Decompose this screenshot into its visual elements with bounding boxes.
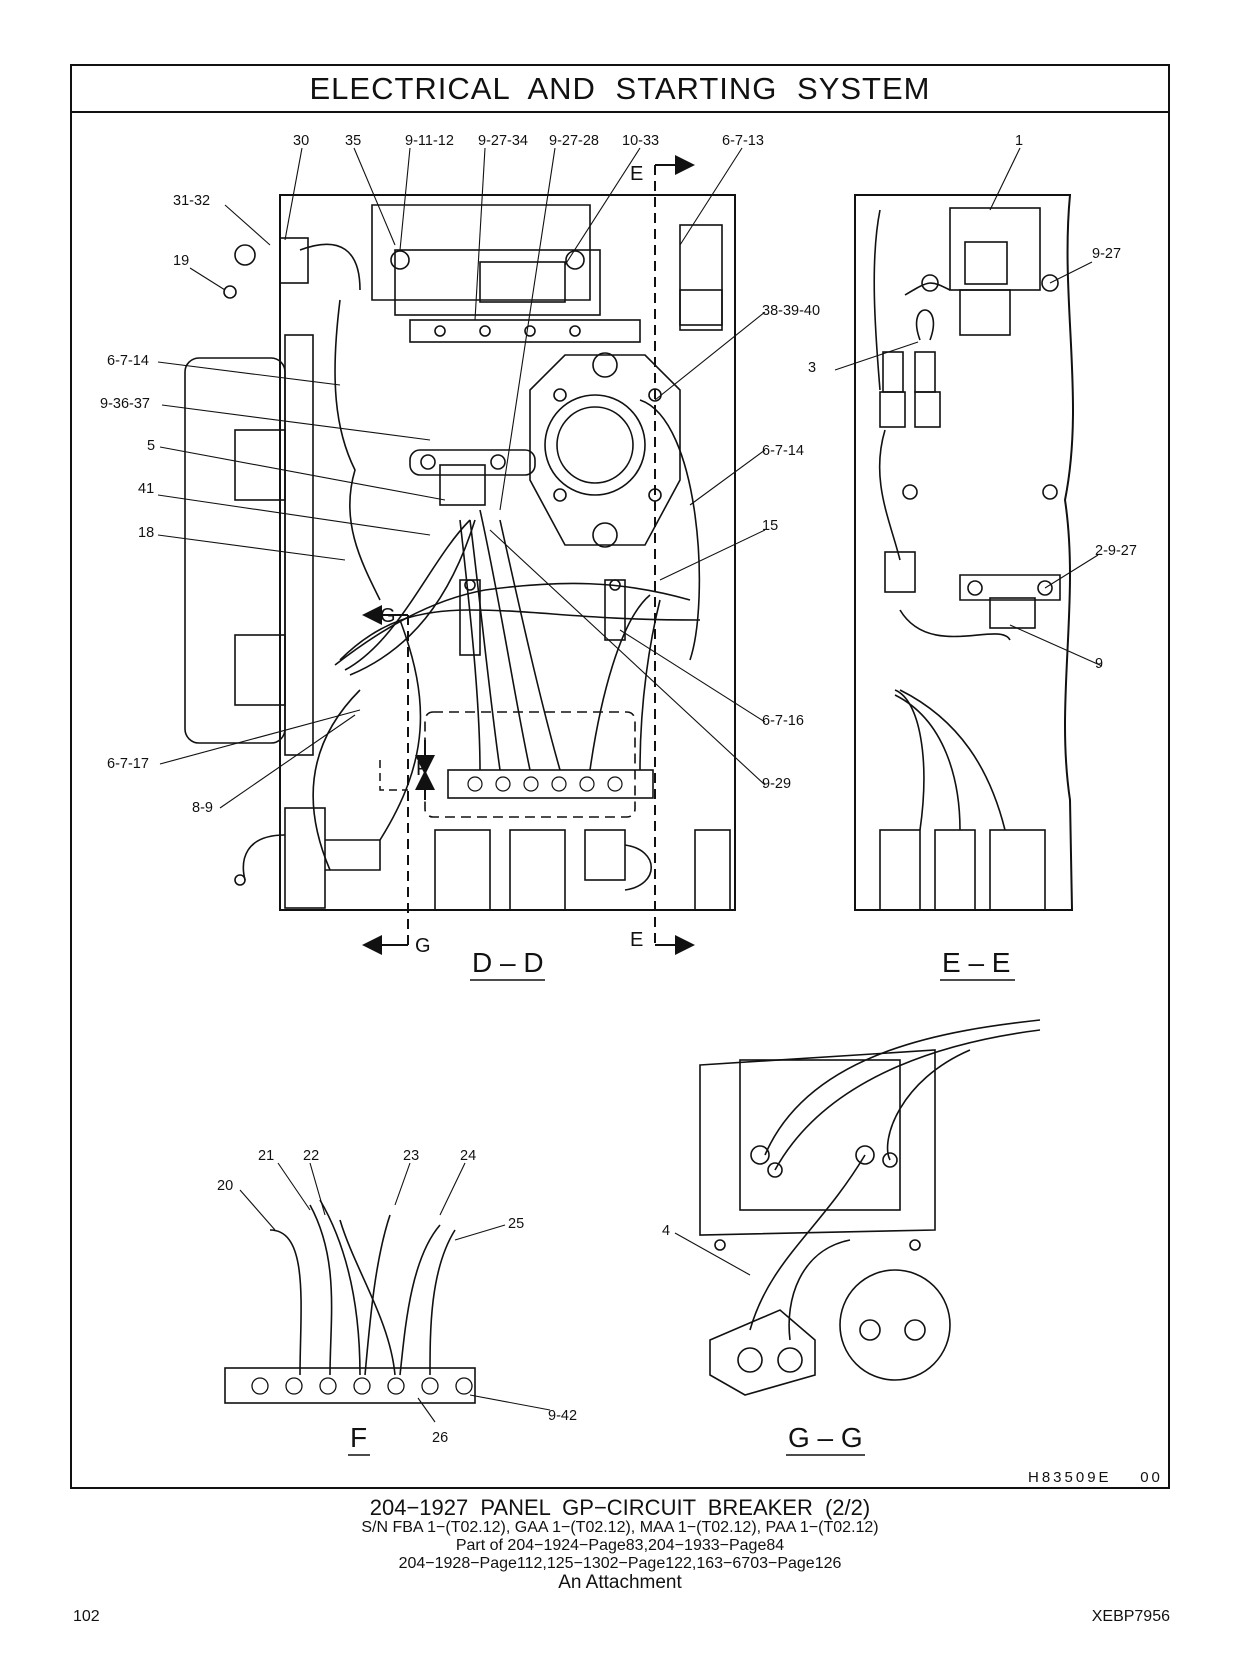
callout-35: 35 [345, 133, 361, 149]
view-label-gg: G – G [788, 1422, 863, 1453]
page-title: ELECTRICAL AND STARTING SYSTEM [72, 66, 1168, 113]
callout-2-9-27: 2-9-27 [1095, 543, 1137, 559]
callout-31-32: 31-32 [173, 193, 210, 209]
callout-9-27-28: 9-27-28 [549, 133, 599, 149]
callout-38-39-40: 38-39-40 [762, 303, 820, 319]
drawing-frame: ELECTRICAL AND STARTING SYSTEM [70, 64, 1170, 1489]
section-marker-f: F [416, 758, 428, 780]
section-marker-e-top: E [630, 163, 643, 185]
view-label-f: F [350, 1422, 367, 1453]
callout-24: 24 [460, 1148, 476, 1164]
parts-illustration: 30 35 9-11-12 9-27-34 9-27-28 10-33 6-7-… [100, 133, 1163, 1486]
callout-21: 21 [258, 1148, 274, 1164]
view-dd-drawing [184, 155, 736, 955]
callout-9-11-12: 9-11-12 [405, 133, 454, 149]
document-id: XEBP7956 [1091, 1608, 1170, 1625]
callout-8-9: 8-9 [192, 800, 213, 816]
callout-6-7-17: 6-7-17 [107, 756, 149, 772]
callout-9-42: 9-42 [548, 1408, 577, 1424]
callout-9-27-34: 9-27-34 [478, 133, 528, 149]
section-marker-g-bottom: G [415, 935, 431, 957]
callout-19: 19 [173, 253, 189, 269]
callout-20: 20 [217, 1178, 233, 1194]
callout-labels: 30 35 9-11-12 9-27-34 9-27-28 10-33 6-7-… [100, 133, 1137, 1446]
view-label-dd: D – D [472, 947, 544, 978]
callout-6-7-14-right: 6-7-14 [762, 443, 804, 459]
callout-5: 5 [147, 438, 155, 454]
callout-6-7-14-left: 6-7-14 [107, 353, 149, 369]
view-ee-drawing [854, 194, 1074, 911]
callout-9-27: 9-27 [1092, 246, 1121, 262]
callout-10-33: 10-33 [622, 133, 659, 149]
drawing-number: H83509E 00 [1028, 1469, 1163, 1486]
callout-25: 25 [508, 1216, 524, 1232]
callout-4: 4 [662, 1223, 670, 1239]
callout-6-7-16: 6-7-16 [762, 713, 804, 729]
callout-30: 30 [293, 133, 309, 149]
callout-18: 18 [138, 525, 154, 541]
view-labels: D – D E – E F G – G [348, 947, 1015, 1456]
view-gg-drawing [699, 1019, 1041, 1396]
section-marker-g-top: G [380, 605, 396, 627]
leader-lines [157, 147, 1103, 1423]
view-f-drawing [224, 1199, 476, 1404]
callout-6-7-13: 6-7-13 [722, 133, 764, 149]
callout-15: 15 [762, 518, 778, 534]
callout-23: 23 [403, 1148, 419, 1164]
caption-part-of-line-1: Part of 204−1924−Page83,204−1933−Page84 [455, 1537, 785, 1554]
section-markers: E E G G F [380, 163, 643, 957]
caption-serial-numbers: S/N FBA 1−(T02.12), GAA 1−(T02.12), MAA … [361, 1519, 879, 1536]
caption-title: 204−1927 PANEL GP−CIRCUIT BREAKER (2/2) [369, 1495, 871, 1520]
section-marker-e-bottom: E [630, 929, 643, 951]
page-number: 102 [73, 1608, 100, 1625]
caption-part-of-line-2: 204−1928−Page112,125−1302−Page122,163−67… [398, 1555, 842, 1572]
callout-26: 26 [432, 1430, 448, 1446]
callout-1: 1 [1015, 133, 1023, 149]
callout-41: 41 [138, 481, 154, 497]
caption-attachment: An Attachment [558, 1572, 682, 1593]
callout-9: 9 [1095, 656, 1103, 672]
callout-9-36-37: 9-36-37 [100, 396, 150, 412]
view-label-ee: E – E [942, 947, 1010, 978]
callout-9-29: 9-29 [762, 776, 791, 792]
callout-3: 3 [808, 360, 816, 376]
callout-22: 22 [303, 1148, 319, 1164]
